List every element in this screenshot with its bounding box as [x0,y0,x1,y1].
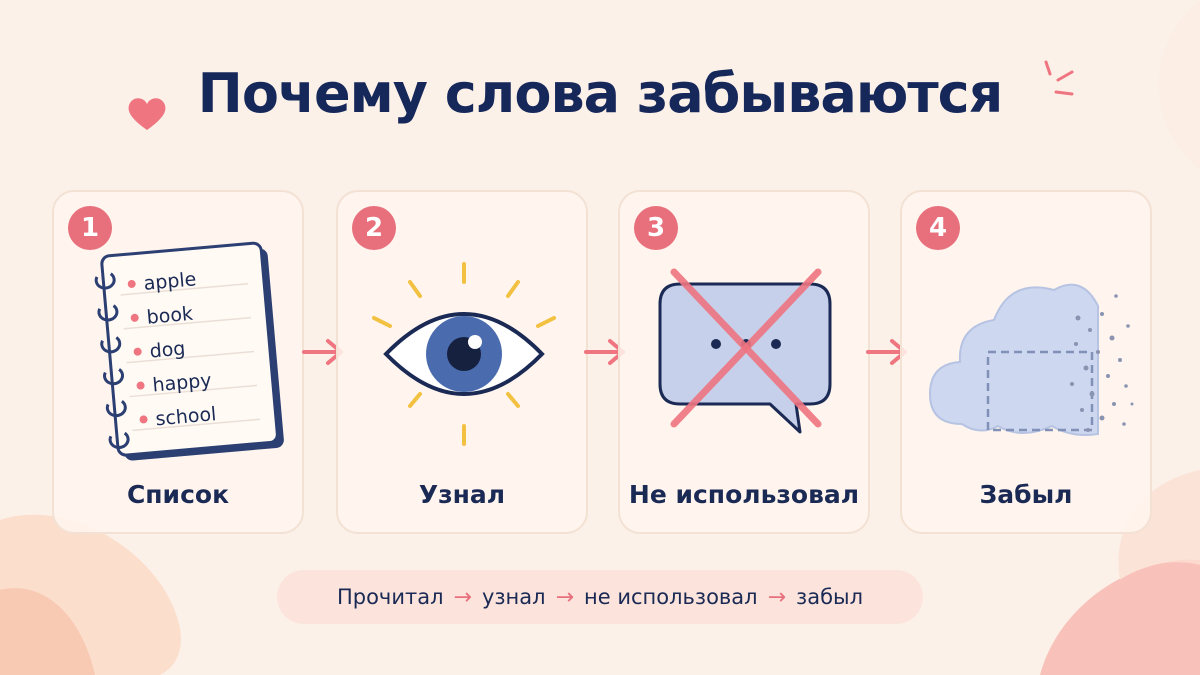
word-item: school [155,403,218,430]
summary-item: забыл [796,585,864,609]
word-item: apple [143,268,197,295]
word-item: book [146,303,194,329]
step-number-badge: 1 [68,206,112,250]
word-item: happy [152,369,213,396]
arrow-right-icon: → [555,584,575,610]
summary-pill: Прочитал → узнал → не использовал → забы… [277,570,923,624]
page-title: Почему слова забываются [197,62,1004,125]
dissolving-cloud-icon [928,283,1134,436]
step-card-forgot: 4 Забыл [900,190,1152,534]
step-label: Не использовал [628,480,860,509]
heart-icon [128,98,166,130]
step-number-badge: 3 [634,206,678,250]
step-card-list: 1 [52,190,304,534]
arrow-right-icon: → [767,584,787,610]
step-label: Узнал [418,480,506,509]
arrow-right-icon: → [453,584,472,610]
step-number-badge: 4 [916,206,960,250]
eye-icon [372,262,556,446]
notebook-icon: apple book dog happy school [94,241,284,461]
step-label: Список [126,480,230,509]
step-number-badge: 2 [352,206,396,250]
step-card-learned: 2 Узнал [336,190,588,534]
summary-item: не использовал [584,585,758,609]
summary-item: Прочитал [336,585,444,609]
word-item: dog [149,338,187,363]
sparkle-icon [1044,60,1074,96]
step-label: Забыл [979,480,1073,509]
crossed-chat-bubble-icon [658,268,832,434]
step-card-not-used: 3 Не использовал [618,190,870,534]
summary-item: узнал [481,585,546,609]
